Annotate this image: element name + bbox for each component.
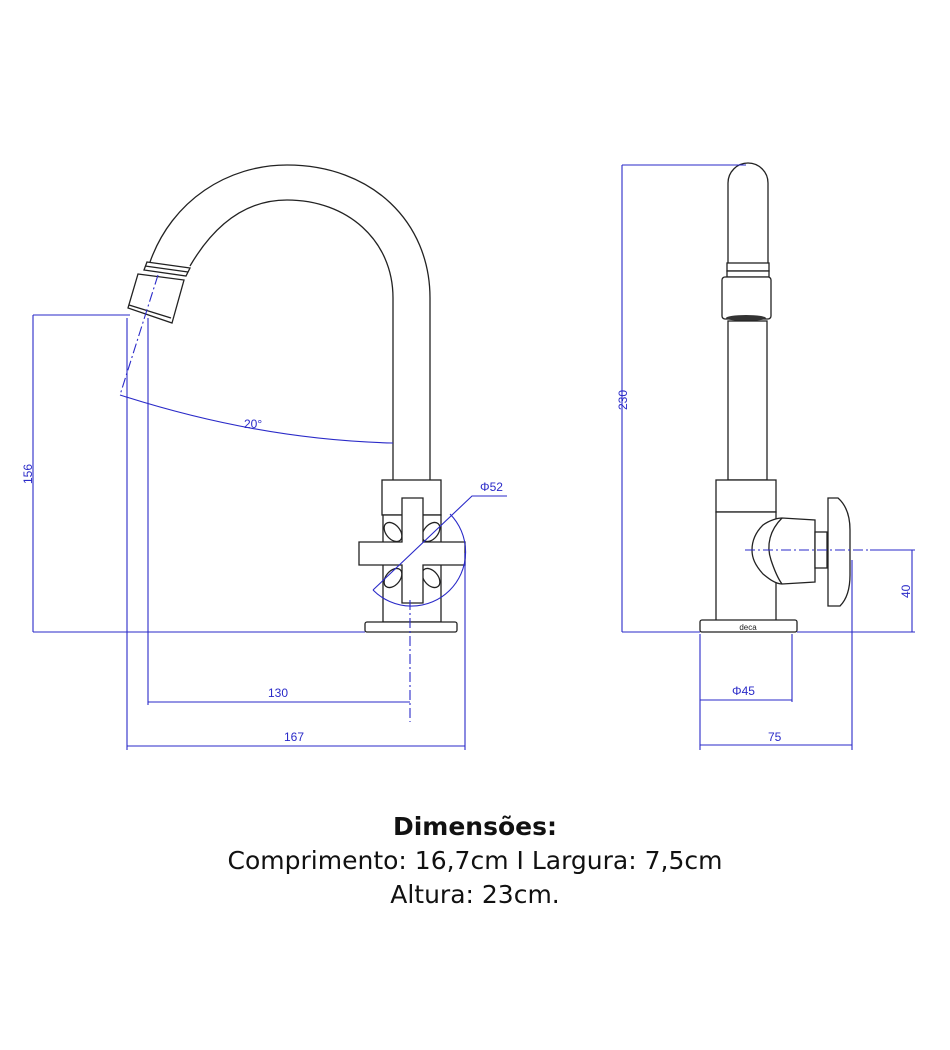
side-base: [699, 619, 798, 633]
base-flange: [364, 621, 458, 633]
height-label-230: 230: [616, 390, 630, 410]
caption-height: Altura: 23cm.: [390, 880, 560, 909]
spout-outer: [149, 164, 431, 480]
spout-top: [727, 162, 769, 266]
reach-label-130: 130: [268, 686, 288, 700]
dimensions-caption: Dimensões: Comprimento: 16,7cm I Largura…: [0, 810, 950, 912]
aerator-collar: [721, 276, 772, 320]
caption-title: Dimensões:: [392, 812, 557, 841]
cross-handle: [358, 497, 466, 604]
riser-pipe: [727, 320, 768, 481]
caption-length-width: Comprimento: 16,7cm I Largura: 7,5cm: [227, 846, 723, 875]
base-diameter-label: Φ45: [732, 684, 755, 698]
brand-mark: deca: [739, 623, 757, 632]
width-label-75: 75: [768, 730, 782, 744]
front-view-dimensions: 20° Φ52 156 130 167: [21, 274, 507, 750]
handle-diameter-label: Φ52: [480, 480, 503, 494]
side-handle-knob: [827, 497, 851, 607]
valve-bonnet: [751, 517, 816, 585]
angle-label: 20°: [244, 417, 262, 431]
front-view-faucet: [127, 164, 466, 633]
side-view-dimensions: 230 40 Φ45 75: [616, 164, 915, 750]
side-view-faucet: deca: [699, 162, 851, 633]
height-label-156: 156: [21, 464, 35, 484]
handle-height-label-40: 40: [899, 584, 913, 598]
aerator: [127, 273, 185, 324]
length-label-167: 167: [284, 730, 304, 744]
spout-inner: [189, 199, 394, 480]
